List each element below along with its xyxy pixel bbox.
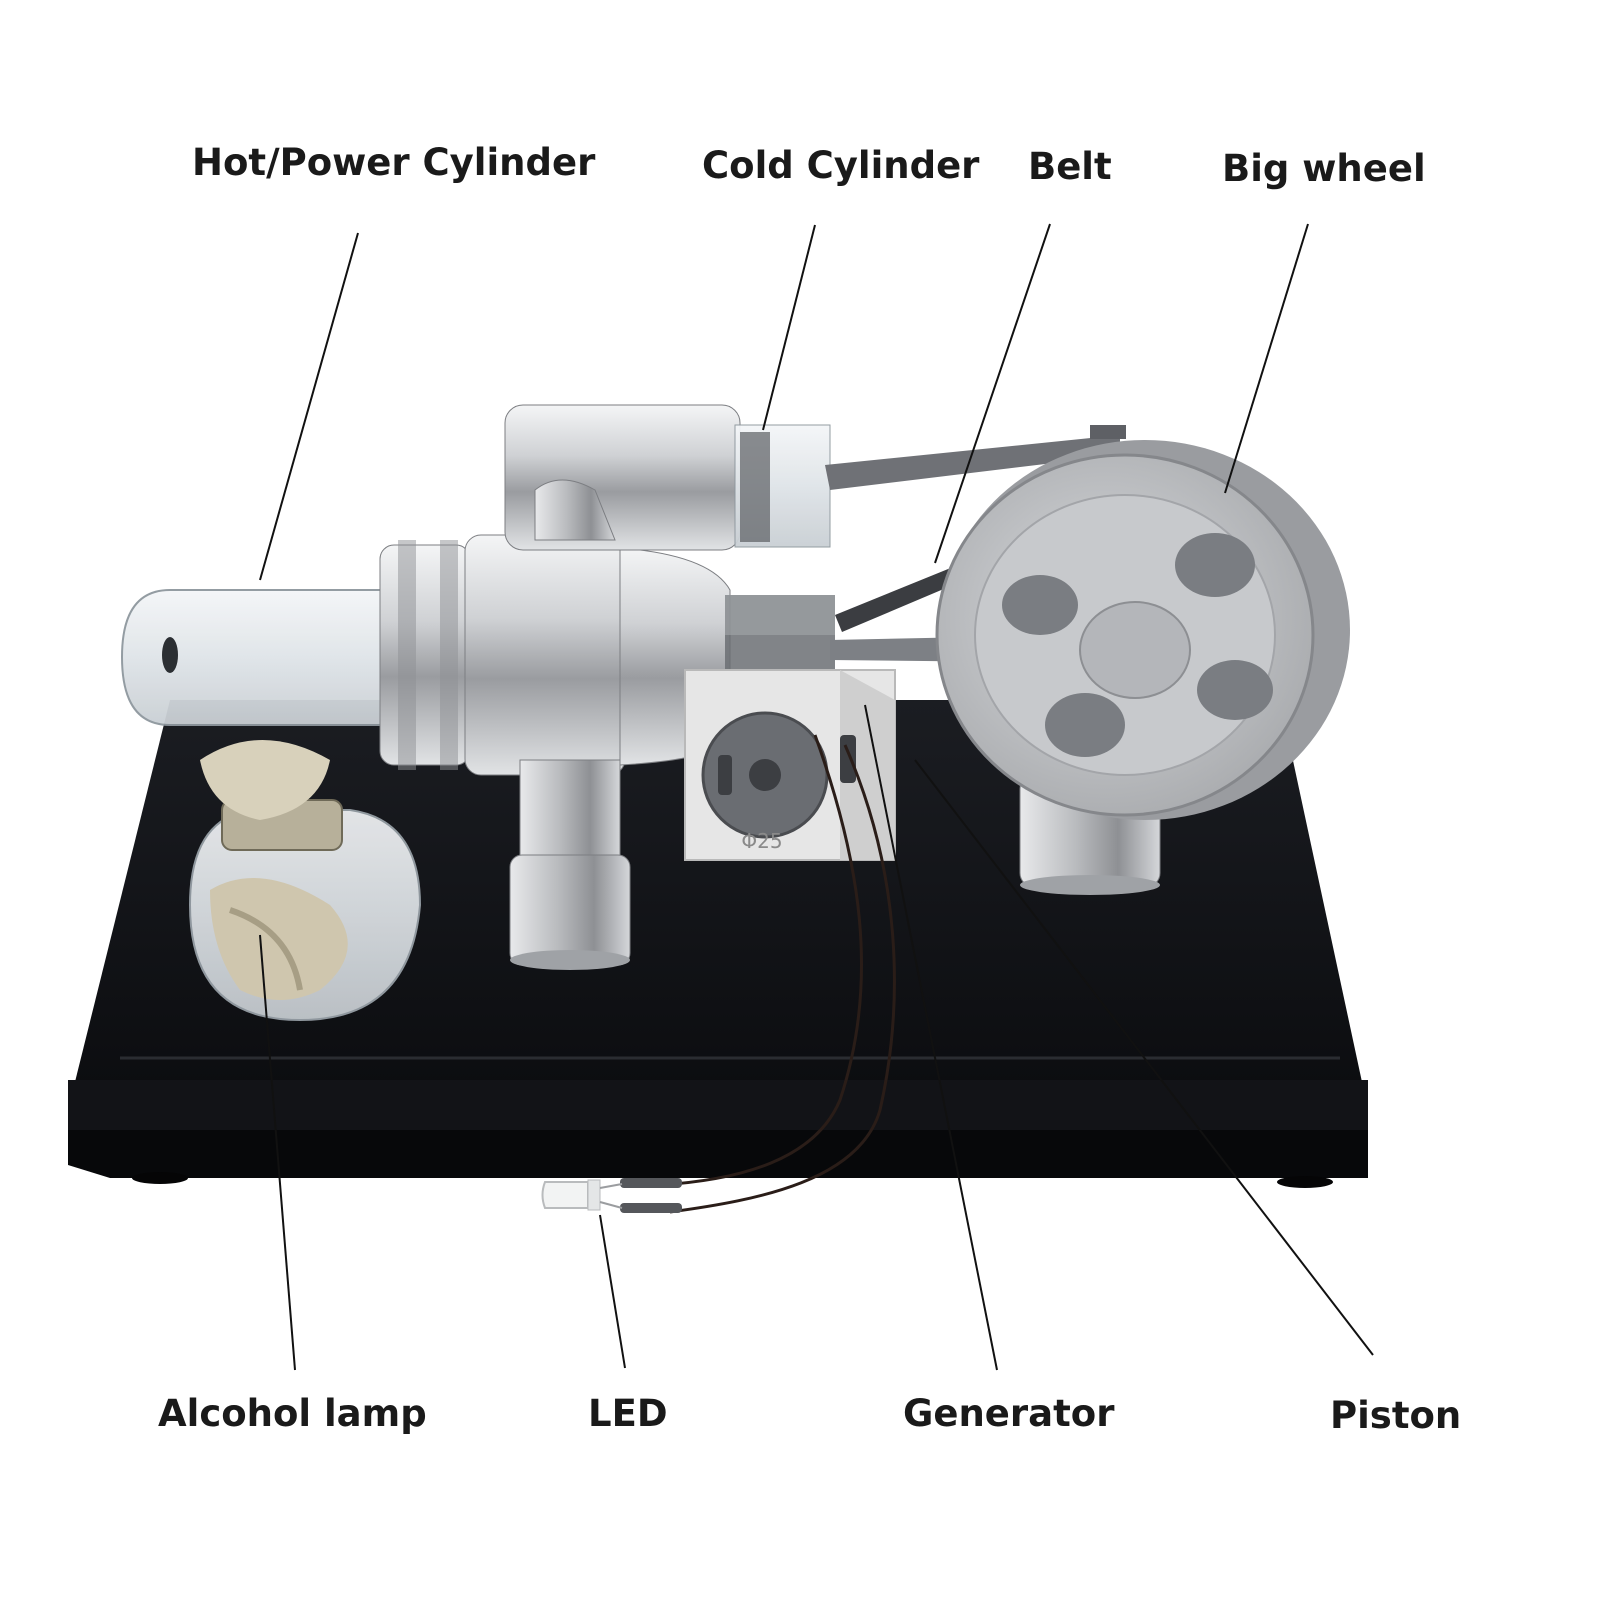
label-led: LED <box>588 1392 668 1435</box>
leader-belt <box>934 223 1051 564</box>
leader-led <box>599 1214 626 1369</box>
label-belt: Belt <box>1028 145 1112 188</box>
label-piston: Piston <box>1330 1394 1462 1437</box>
leader-lines <box>259 223 1374 1371</box>
big-wheel-illustration <box>935 440 1350 820</box>
led-illustration <box>541 734 896 1214</box>
cold-cylinder-body <box>504 404 831 551</box>
hot-cylinder-glass <box>120 589 391 726</box>
leader-hot-power-cylinder <box>259 232 359 581</box>
leader-generator <box>864 704 998 1371</box>
generator-marking: Φ25 <box>741 829 782 853</box>
label-big-wheel: Big wheel <box>1222 147 1426 190</box>
leader-cold-cylinder <box>762 224 816 431</box>
label-cold-cylinder: Cold Cylinder <box>702 144 980 187</box>
alcohol-lamp-illustration <box>188 740 422 1022</box>
label-hot-power-cylinder: Hot/Power Cylinder <box>192 141 596 184</box>
generator-block: Φ25 <box>684 669 896 861</box>
label-generator: Generator <box>903 1392 1115 1435</box>
leader-big-wheel <box>1224 223 1309 494</box>
leader-piston <box>914 759 1374 1356</box>
label-alcohol-lamp: Alcohol lamp <box>158 1392 427 1435</box>
leader-alcohol-lamp <box>259 934 296 1371</box>
